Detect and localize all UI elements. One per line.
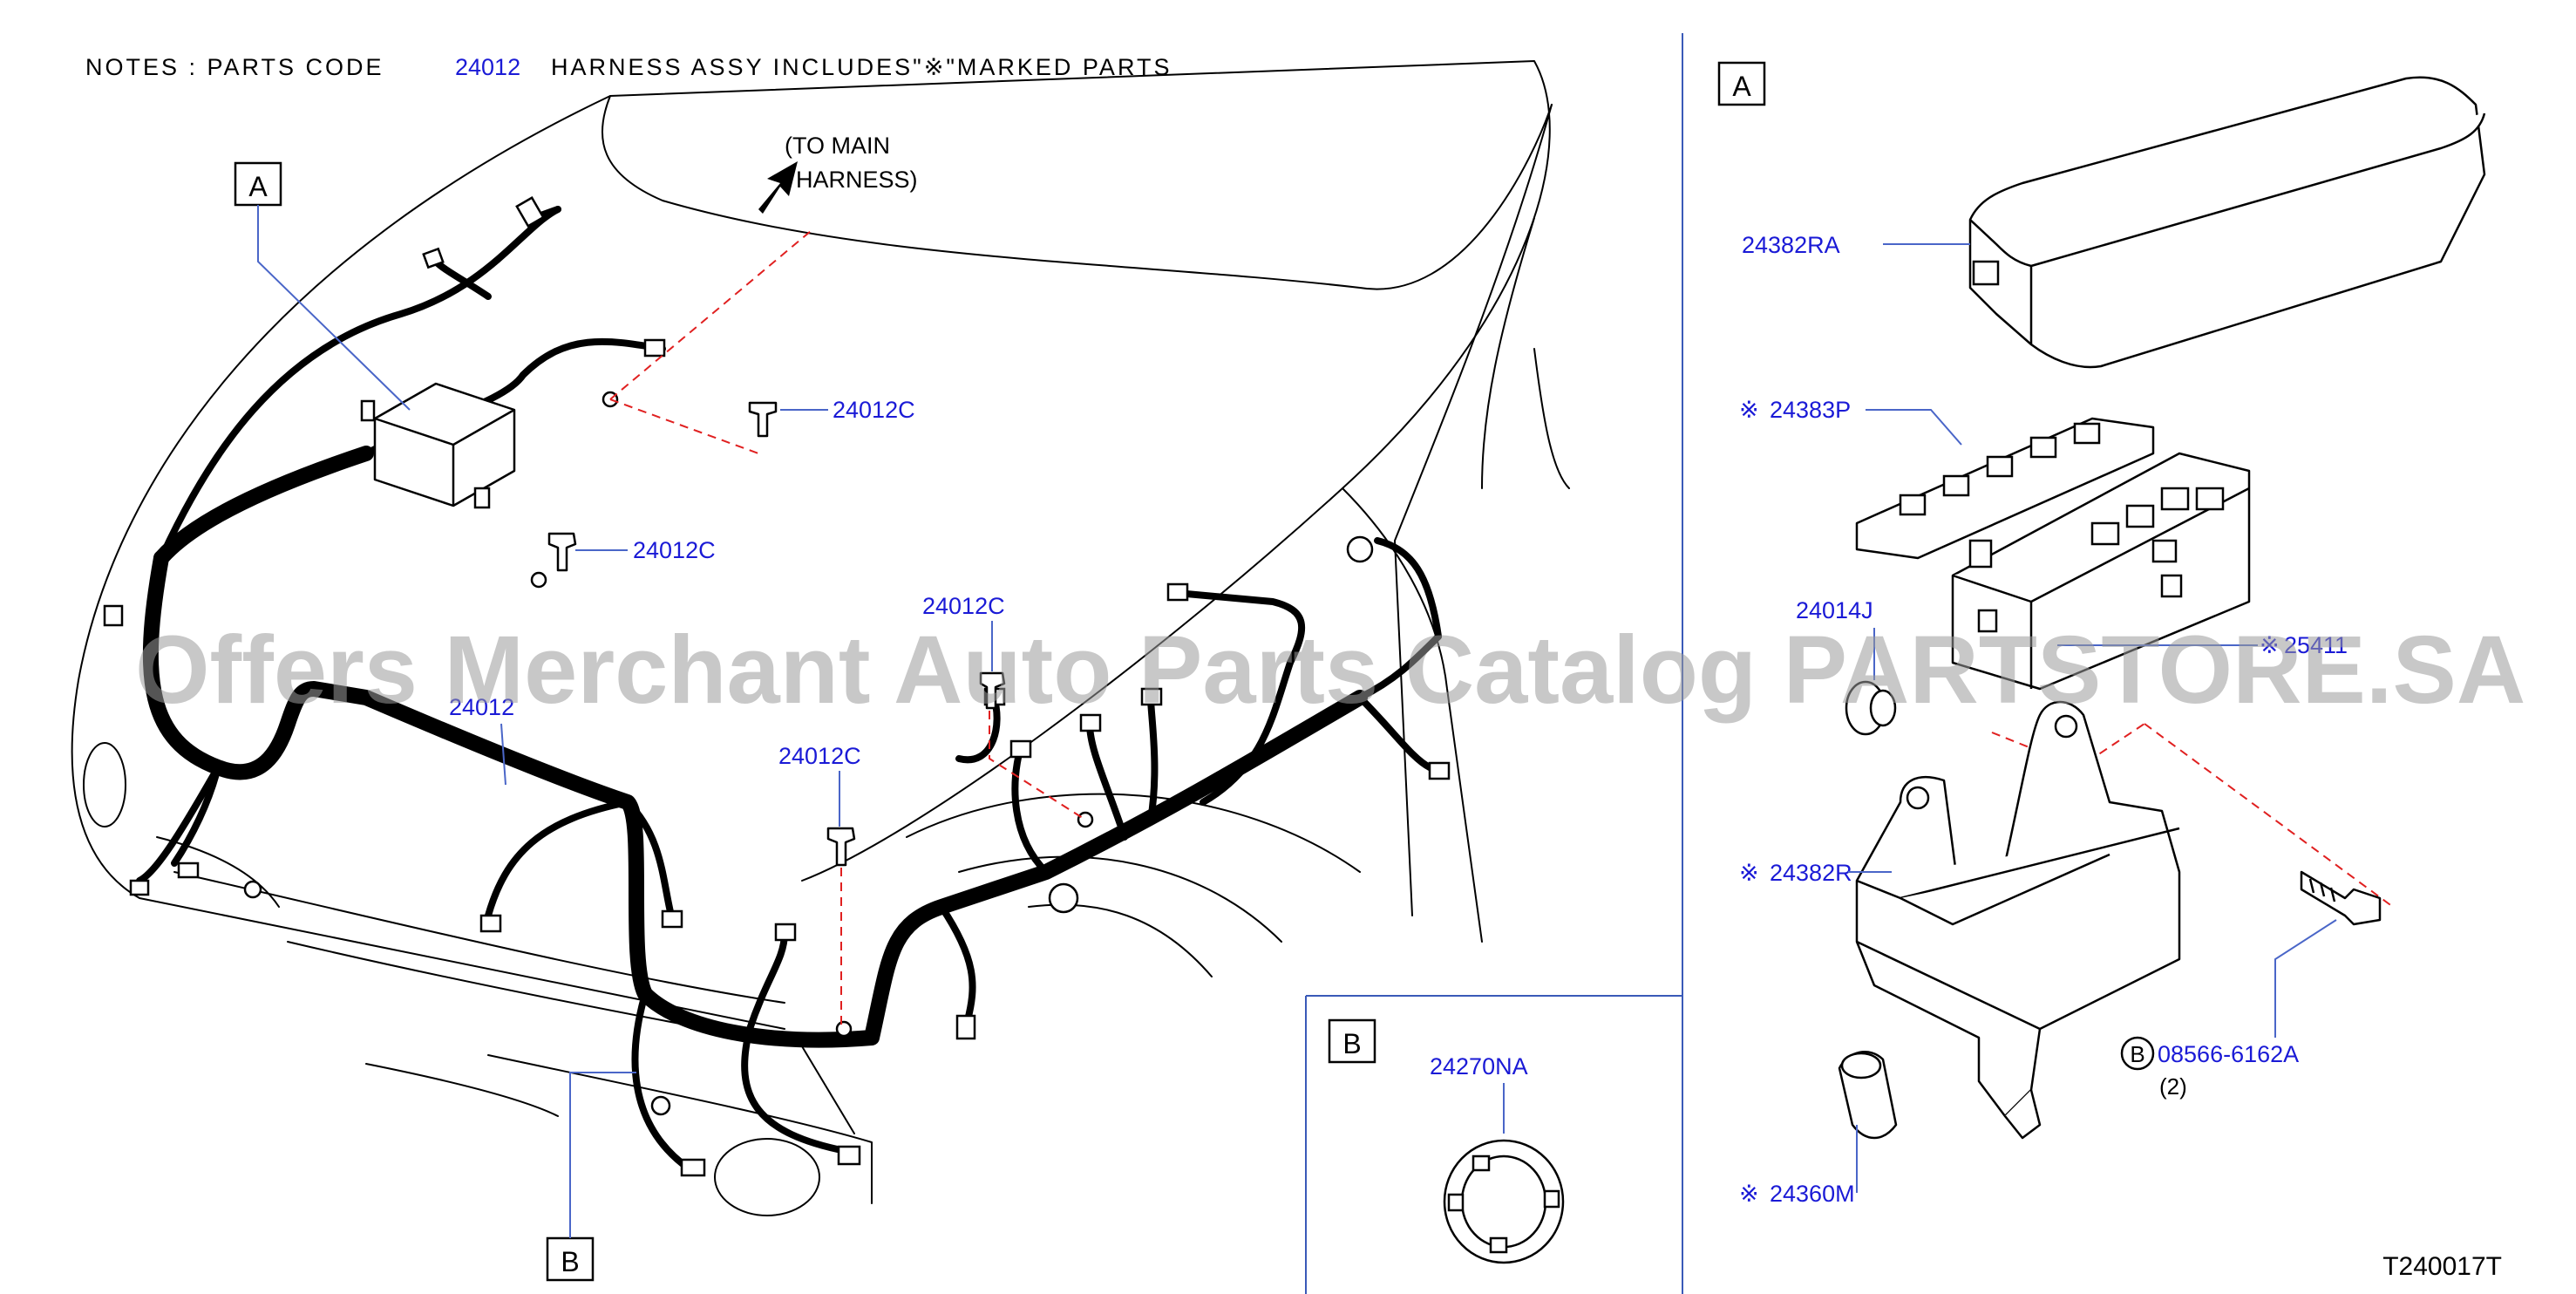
detail-b-box	[1328, 1018, 1376, 1064]
watermark: Offers Merchant Auto Parts Catalog PARTS…	[135, 616, 2525, 724]
relay-panel[interactable]	[1951, 452, 2251, 691]
detail-b: B 24270NA	[1328, 1018, 1565, 1264]
fuse-block[interactable]	[1855, 417, 2155, 560]
drawing-code: T240017T	[2382, 1252, 2502, 1281]
clip-bolts[interactable]	[547, 401, 1006, 867]
label-24360m[interactable]: 24360M	[1770, 1181, 1855, 1207]
detail-a-box	[1717, 61, 1766, 106]
harness-connectors[interactable]	[103, 196, 1451, 1177]
relay-box-on-harness[interactable]	[360, 382, 516, 509]
label-24012-harness[interactable]: 24012	[449, 694, 514, 720]
to-main-line2: HARNESS)	[796, 167, 918, 193]
label-24270na[interactable]: 24270NA	[1430, 1053, 1528, 1079]
callout-box-a-label: A	[248, 171, 268, 202]
relay-bracket[interactable]	[1855, 700, 2181, 1140]
grommet-24270na[interactable]	[1443, 1139, 1565, 1264]
label-08566-6162a[interactable]: 08566-6162A	[2158, 1041, 2299, 1067]
bolt-badge-circle	[2120, 1036, 2155, 1071]
detail-b-box-label: B	[1342, 1028, 1361, 1059]
label-24383p[interactable]: 24383P	[1770, 397, 1851, 423]
detail-a: A 24382RA ※ 24383P	[1717, 61, 2486, 1207]
bulb-socket-24360m[interactable]	[1838, 1051, 1898, 1140]
notes-prefix: NOTES : PARTS CODE	[85, 54, 384, 80]
label-24383p-mark: ※	[1739, 397, 1759, 423]
callout-box-a[interactable]	[234, 161, 282, 207]
label-bolt-qty: (2)	[2159, 1073, 2187, 1100]
main-callouts: A B 24012C 24012C 24012C 24012C 24012	[234, 161, 1005, 1282]
label-25411-mark: ※	[2260, 632, 2280, 658]
label-24382ra[interactable]: 24382RA	[1742, 232, 1840, 258]
label-24012c-4[interactable]: 24012C	[778, 743, 861, 769]
relay-box-cover[interactable]	[1968, 76, 2486, 369]
notes-suffix: HARNESS ASSY INCLUDES"※"MARKED PARTS	[551, 54, 1172, 80]
detail-a-box-label: A	[1732, 71, 1751, 102]
label-24012c-3[interactable]: 24012C	[922, 593, 1005, 619]
callout-box-b[interactable]	[546, 1236, 595, 1282]
grommet-24014j[interactable]	[1845, 680, 1897, 736]
label-24012c-1[interactable]: 24012C	[833, 397, 915, 423]
label-24012c-2[interactable]: 24012C	[633, 537, 716, 563]
label-24382r[interactable]: 24382R	[1770, 860, 1852, 886]
label-24382r-mark: ※	[1739, 860, 1759, 886]
bolt-08566[interactable]	[2300, 870, 2382, 926]
to-main-line1: (TO MAIN	[785, 133, 890, 159]
to-main-harness-arrow	[758, 161, 798, 214]
label-24360m-mark: ※	[1739, 1181, 1759, 1207]
label-25411[interactable]: 25411	[2284, 632, 2348, 658]
bolt-badge: B	[2130, 1041, 2144, 1067]
label-24014j[interactable]: 24014J	[1796, 597, 1873, 623]
notes-code[interactable]: 24012	[455, 54, 520, 80]
callout-box-b-label: B	[561, 1246, 579, 1277]
